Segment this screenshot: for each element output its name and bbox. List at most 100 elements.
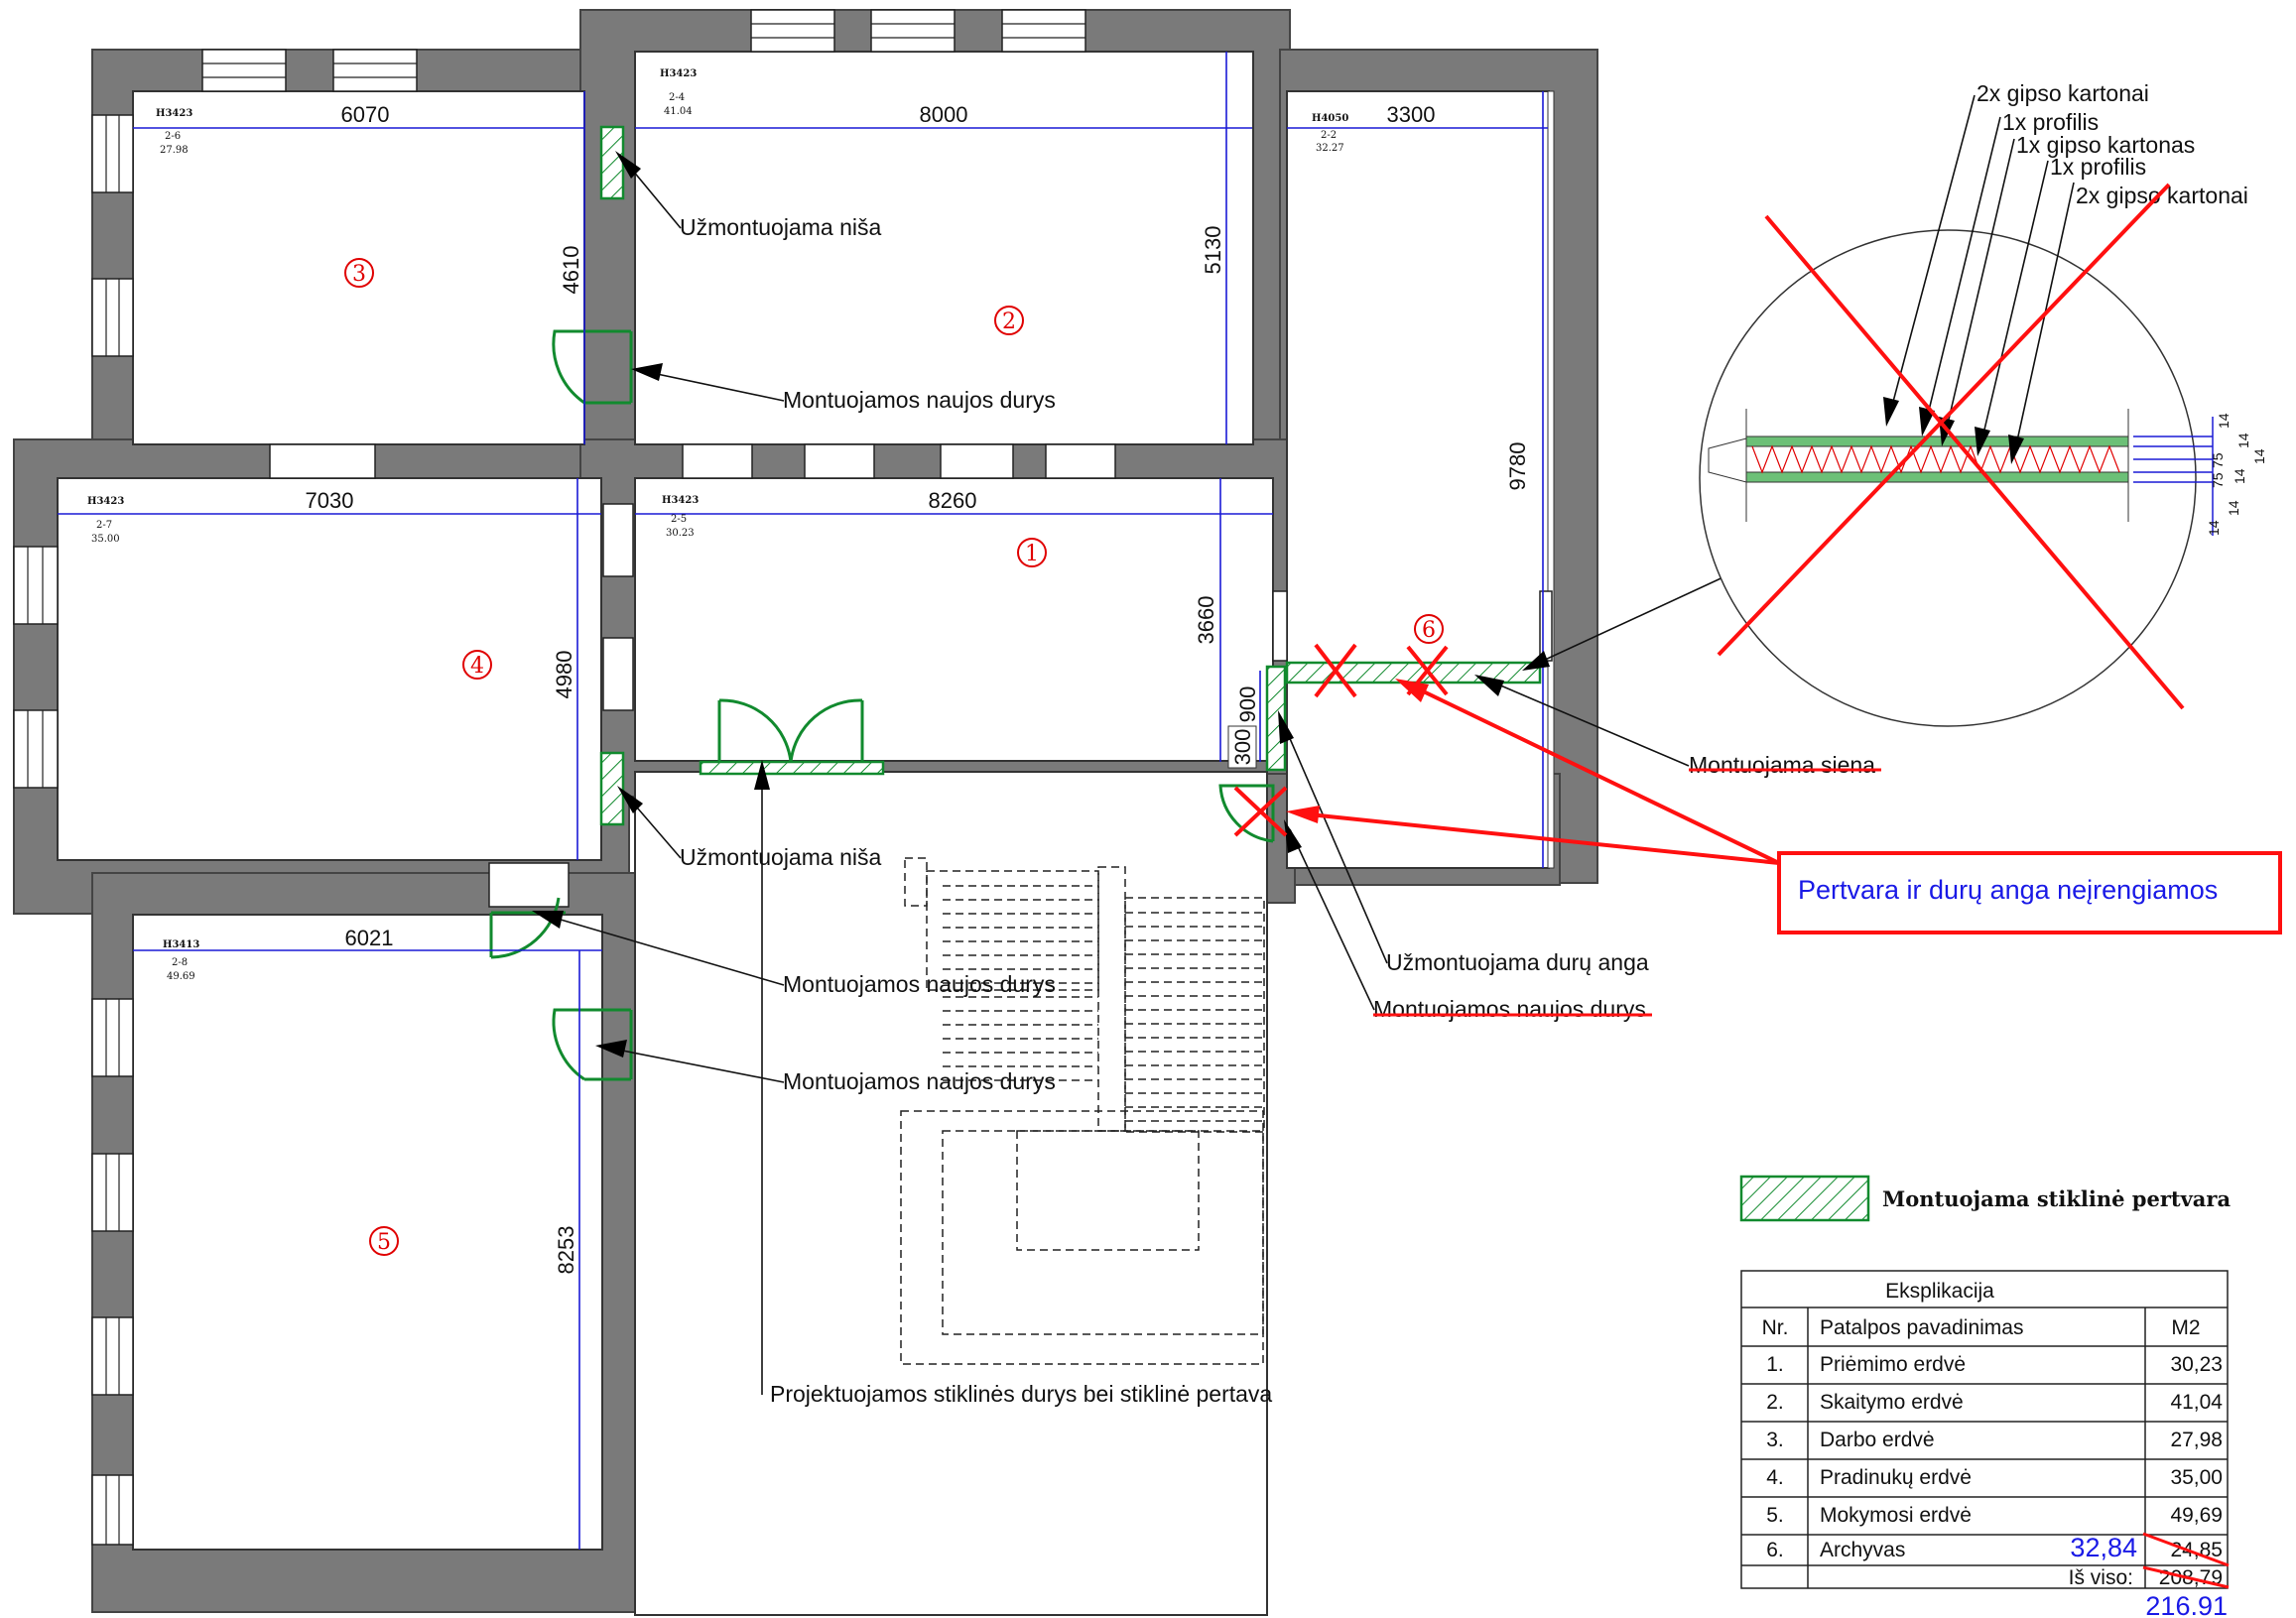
r5-tag: H3413 [163, 939, 199, 950]
dim-r5-width: 6021 [345, 926, 394, 950]
table-new-total: 216.91 [2145, 1591, 2228, 1618]
label-new-door-2: Montuojamos naujos durys [783, 971, 1056, 997]
r4-area: 35.00 [91, 534, 120, 545]
table-row-1-m2: 30,23 [2170, 1353, 2223, 1376]
room-numbers: 1 2 3 4 5 6 [344, 258, 1444, 1256]
table-row-3-nr: 3. [1766, 1429, 1784, 1451]
r3-tag: H3423 [156, 108, 192, 119]
dim-r1-height: 3660 [1194, 596, 1218, 645]
dim-r2-width: 8000 [920, 102, 968, 127]
dim-r6-width: 3300 [1387, 102, 1436, 127]
table-row-3-m2: 27,98 [2170, 1429, 2223, 1451]
label-wall-struck: Montuojama siena [1689, 752, 1875, 778]
r6-tag: H4050 [1312, 113, 1348, 124]
r4-tag: H3423 [87, 496, 124, 507]
room-number-5: 5 [377, 1230, 391, 1255]
doors [489, 329, 1275, 1081]
annotations: Užmontuojama niša Montuojamos naujos dur… [532, 151, 1881, 1407]
detail-dim-5: 14 [2232, 468, 2247, 484]
room-tags: H3423 2-6 27.98 H3423 2-4 41.04 H4050 2-… [87, 68, 1348, 982]
detail-layer-4: 1x profilis [2050, 154, 2146, 180]
r5-area: 49.69 [167, 971, 195, 982]
label-door-opening: Užmontuojama durų anga [1386, 949, 1649, 975]
dim-r6-height: 9780 [1505, 442, 1530, 491]
label-niche-top: Užmontuojama niša [680, 214, 881, 240]
dimensions: 6070 8000 3300 4610 5130 9780 7030 8260 … [58, 52, 1548, 1550]
detail-dim-6: 14 [2251, 448, 2267, 464]
table-row-1-nr: 1. [1766, 1353, 1784, 1376]
detail-layer-1: 2x gipso kartonai [1977, 80, 2149, 106]
table-title: Eksplikacija [1885, 1280, 1994, 1303]
dim-r1-width: 8260 [929, 488, 977, 513]
table-row-5-m2: 49,69 [2170, 1504, 2223, 1527]
detail-dim-3: 75 [2210, 452, 2226, 468]
notice-text: Pertvara ir durų anga neįrengiamos [1798, 875, 2218, 905]
dim-r3-height: 4610 [559, 246, 583, 295]
label-new-door-4: Montuojamos naujos durys [1373, 996, 1646, 1022]
detail-dim-2: 14 [2235, 433, 2251, 448]
r4-code: 2-7 [96, 520, 112, 531]
detail-layer-3: 1x gipso kartonas [2016, 132, 2195, 158]
table-row-4-nr: 4. [1766, 1466, 1784, 1489]
label-new-door-3: Montuojamos naujos durys [783, 1068, 1056, 1094]
r2-code: 2-4 [669, 92, 685, 103]
detail-layer-5: 2x gipso kartonai [2076, 183, 2248, 208]
windows [13, 9, 1553, 1546]
detail-dim-8: 14 [2206, 520, 2222, 536]
detail-dim-4: 75 [2210, 472, 2226, 488]
room-interiors [57, 51, 1555, 1616]
table-row-3-name: Darbo erdvė [1820, 1429, 1935, 1451]
room-number-2: 2 [1002, 310, 1016, 334]
label-new-door-1: Montuojamos naujos durys [783, 387, 1056, 413]
table-row-5-name: Mokymosi erdvė [1820, 1504, 1972, 1527]
table-row-6-new-m2: 32,84 [2070, 1533, 2137, 1562]
r1-area: 30.23 [666, 528, 695, 539]
room-number-1: 1 [1025, 542, 1039, 566]
table-row-2-m2: 41,04 [2170, 1391, 2223, 1414]
dim-r4-height: 4980 [552, 651, 576, 699]
door-room3 [552, 329, 633, 405]
r2-tag: H3423 [660, 68, 697, 79]
r5-code: 2-8 [172, 957, 188, 968]
table-row-6-name: Archyvas [1820, 1539, 1905, 1561]
table-row-5-nr: 5. [1766, 1504, 1784, 1527]
r3-area: 27.98 [160, 145, 189, 156]
stairs [900, 857, 1265, 1365]
door-stairwell-corner [1218, 784, 1275, 843]
dim-r4-width: 7030 [306, 488, 354, 513]
stair-treads [943, 885, 1264, 1122]
glass-double-doors [717, 698, 864, 763]
detail-dim-7: 14 [2226, 500, 2241, 516]
label-niche-mid: Užmontuojama niša [680, 844, 881, 870]
dim-r2-height: 5130 [1201, 226, 1225, 275]
explication-table: Eksplikacija Nr. Patalpos pavadinimas M2… [1740, 1270, 2230, 1618]
dim-900: 900 [1235, 686, 1260, 723]
legend-label: Montuojama stiklinė pertvara [1882, 1186, 2231, 1211]
table-total-label: Iš viso: [2069, 1566, 2133, 1589]
table-header-nr: Nr. [1762, 1316, 1789, 1339]
table-row-2-nr: 2. [1766, 1391, 1784, 1414]
wall-detail: 14 14 75 75 14 14 14 14 2x gipso kartona… [1699, 80, 2267, 727]
notice-box [1777, 851, 2282, 934]
table-header-m2: M2 [2171, 1316, 2200, 1339]
detail-layer-2: 1x profilis [2002, 109, 2099, 135]
dim-300: 300 [1230, 729, 1255, 766]
table-row-6-nr: 6. [1766, 1539, 1784, 1561]
r3-code: 2-6 [165, 131, 181, 142]
r1-tag: H3423 [662, 495, 699, 506]
glass-partitions [599, 125, 1542, 826]
door-room5 [552, 1008, 633, 1081]
table-row-4-name: Pradinukų erdvė [1820, 1466, 1972, 1489]
room-number-3: 3 [352, 262, 366, 287]
label-glass-doors: Projektuojamos stiklinės durys bei stikl… [770, 1381, 1272, 1407]
legend: Montuojama stiklinė pertvara [1739, 1175, 2231, 1222]
dim-r5-height: 8253 [554, 1226, 578, 1275]
legend-swatch [1739, 1175, 1870, 1222]
table-row-4-m2: 35,00 [2170, 1466, 2223, 1489]
table-row-6-m2: 24,85 [2170, 1539, 2223, 1561]
r2-area: 41.04 [664, 106, 693, 117]
table-row-2-name: Skaitymo erdvė [1820, 1391, 1964, 1414]
r6-area: 32.27 [1316, 143, 1344, 154]
dim-r3-width: 6070 [341, 102, 390, 127]
